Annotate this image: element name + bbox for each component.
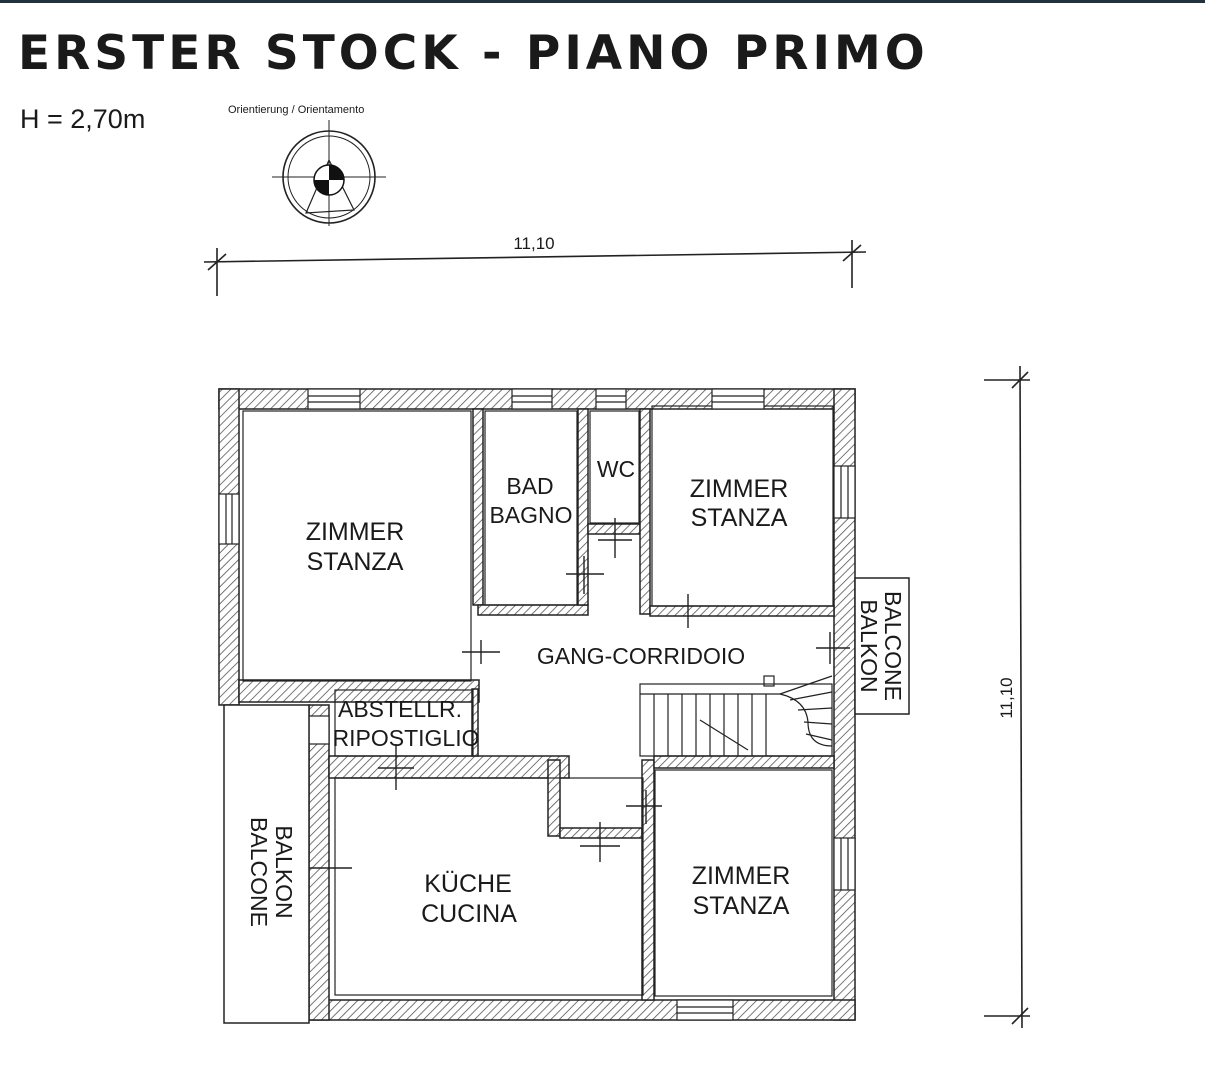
height-dimension-label: 11,10: [997, 677, 1016, 718]
compass-icon: [272, 120, 386, 226]
room-label-ripostiglio: RIPOSTIGLIO: [333, 725, 480, 751]
room-label-abstell: ABSTELLR.: [338, 696, 462, 722]
staircase-icon: [639, 675, 833, 757]
room-label-balkon-e: BALKON: [856, 599, 882, 692]
room-label-balcone-e: BALCONE: [880, 591, 906, 701]
windows: [218, 388, 856, 1021]
page-title: ERSTER STOCK - PIANO PRIMO: [18, 26, 929, 81]
height-dimension: 11,10: [984, 365, 1030, 1029]
room-label-bad: BAD: [506, 473, 553, 499]
room-label-stanza-ne: STANZA: [691, 504, 788, 532]
room-outlines: [242, 405, 834, 997]
room-label-zimmer-nw: ZIMMER: [306, 518, 405, 546]
room-label-wc: WC: [597, 456, 635, 482]
room-label-corridor: GANG-CORRIDOIO: [537, 643, 745, 669]
room-label-bagno: BAGNO: [489, 502, 572, 528]
top-bar: [0, 0, 1205, 3]
door-markers: [297, 518, 850, 869]
interior-walls: [328, 408, 835, 1001]
room-label-stanza-se: STANZA: [693, 892, 790, 920]
room-label-zimmer-ne: ZIMMER: [690, 475, 789, 503]
room-label-balcone-w: BALCONE: [246, 817, 272, 927]
balcony-west: [223, 704, 310, 1024]
ceiling-height-label: H = 2,70m: [20, 104, 146, 134]
room-label-balkon-w: BALKON: [271, 825, 297, 918]
balcony-east: [854, 577, 910, 715]
room-label-cucina: CUCINA: [421, 900, 517, 928]
room-label-stanza-nw: STANZA: [307, 548, 404, 576]
room-label-kueche: KÜCHE: [424, 870, 512, 898]
width-dimension: 11,10: [203, 234, 867, 296]
room-label-zimmer-se: ZIMMER: [692, 862, 791, 890]
orientation-label: Orientierung / Orientamento: [228, 104, 365, 116]
width-dimension-label: 11,10: [513, 234, 554, 253]
